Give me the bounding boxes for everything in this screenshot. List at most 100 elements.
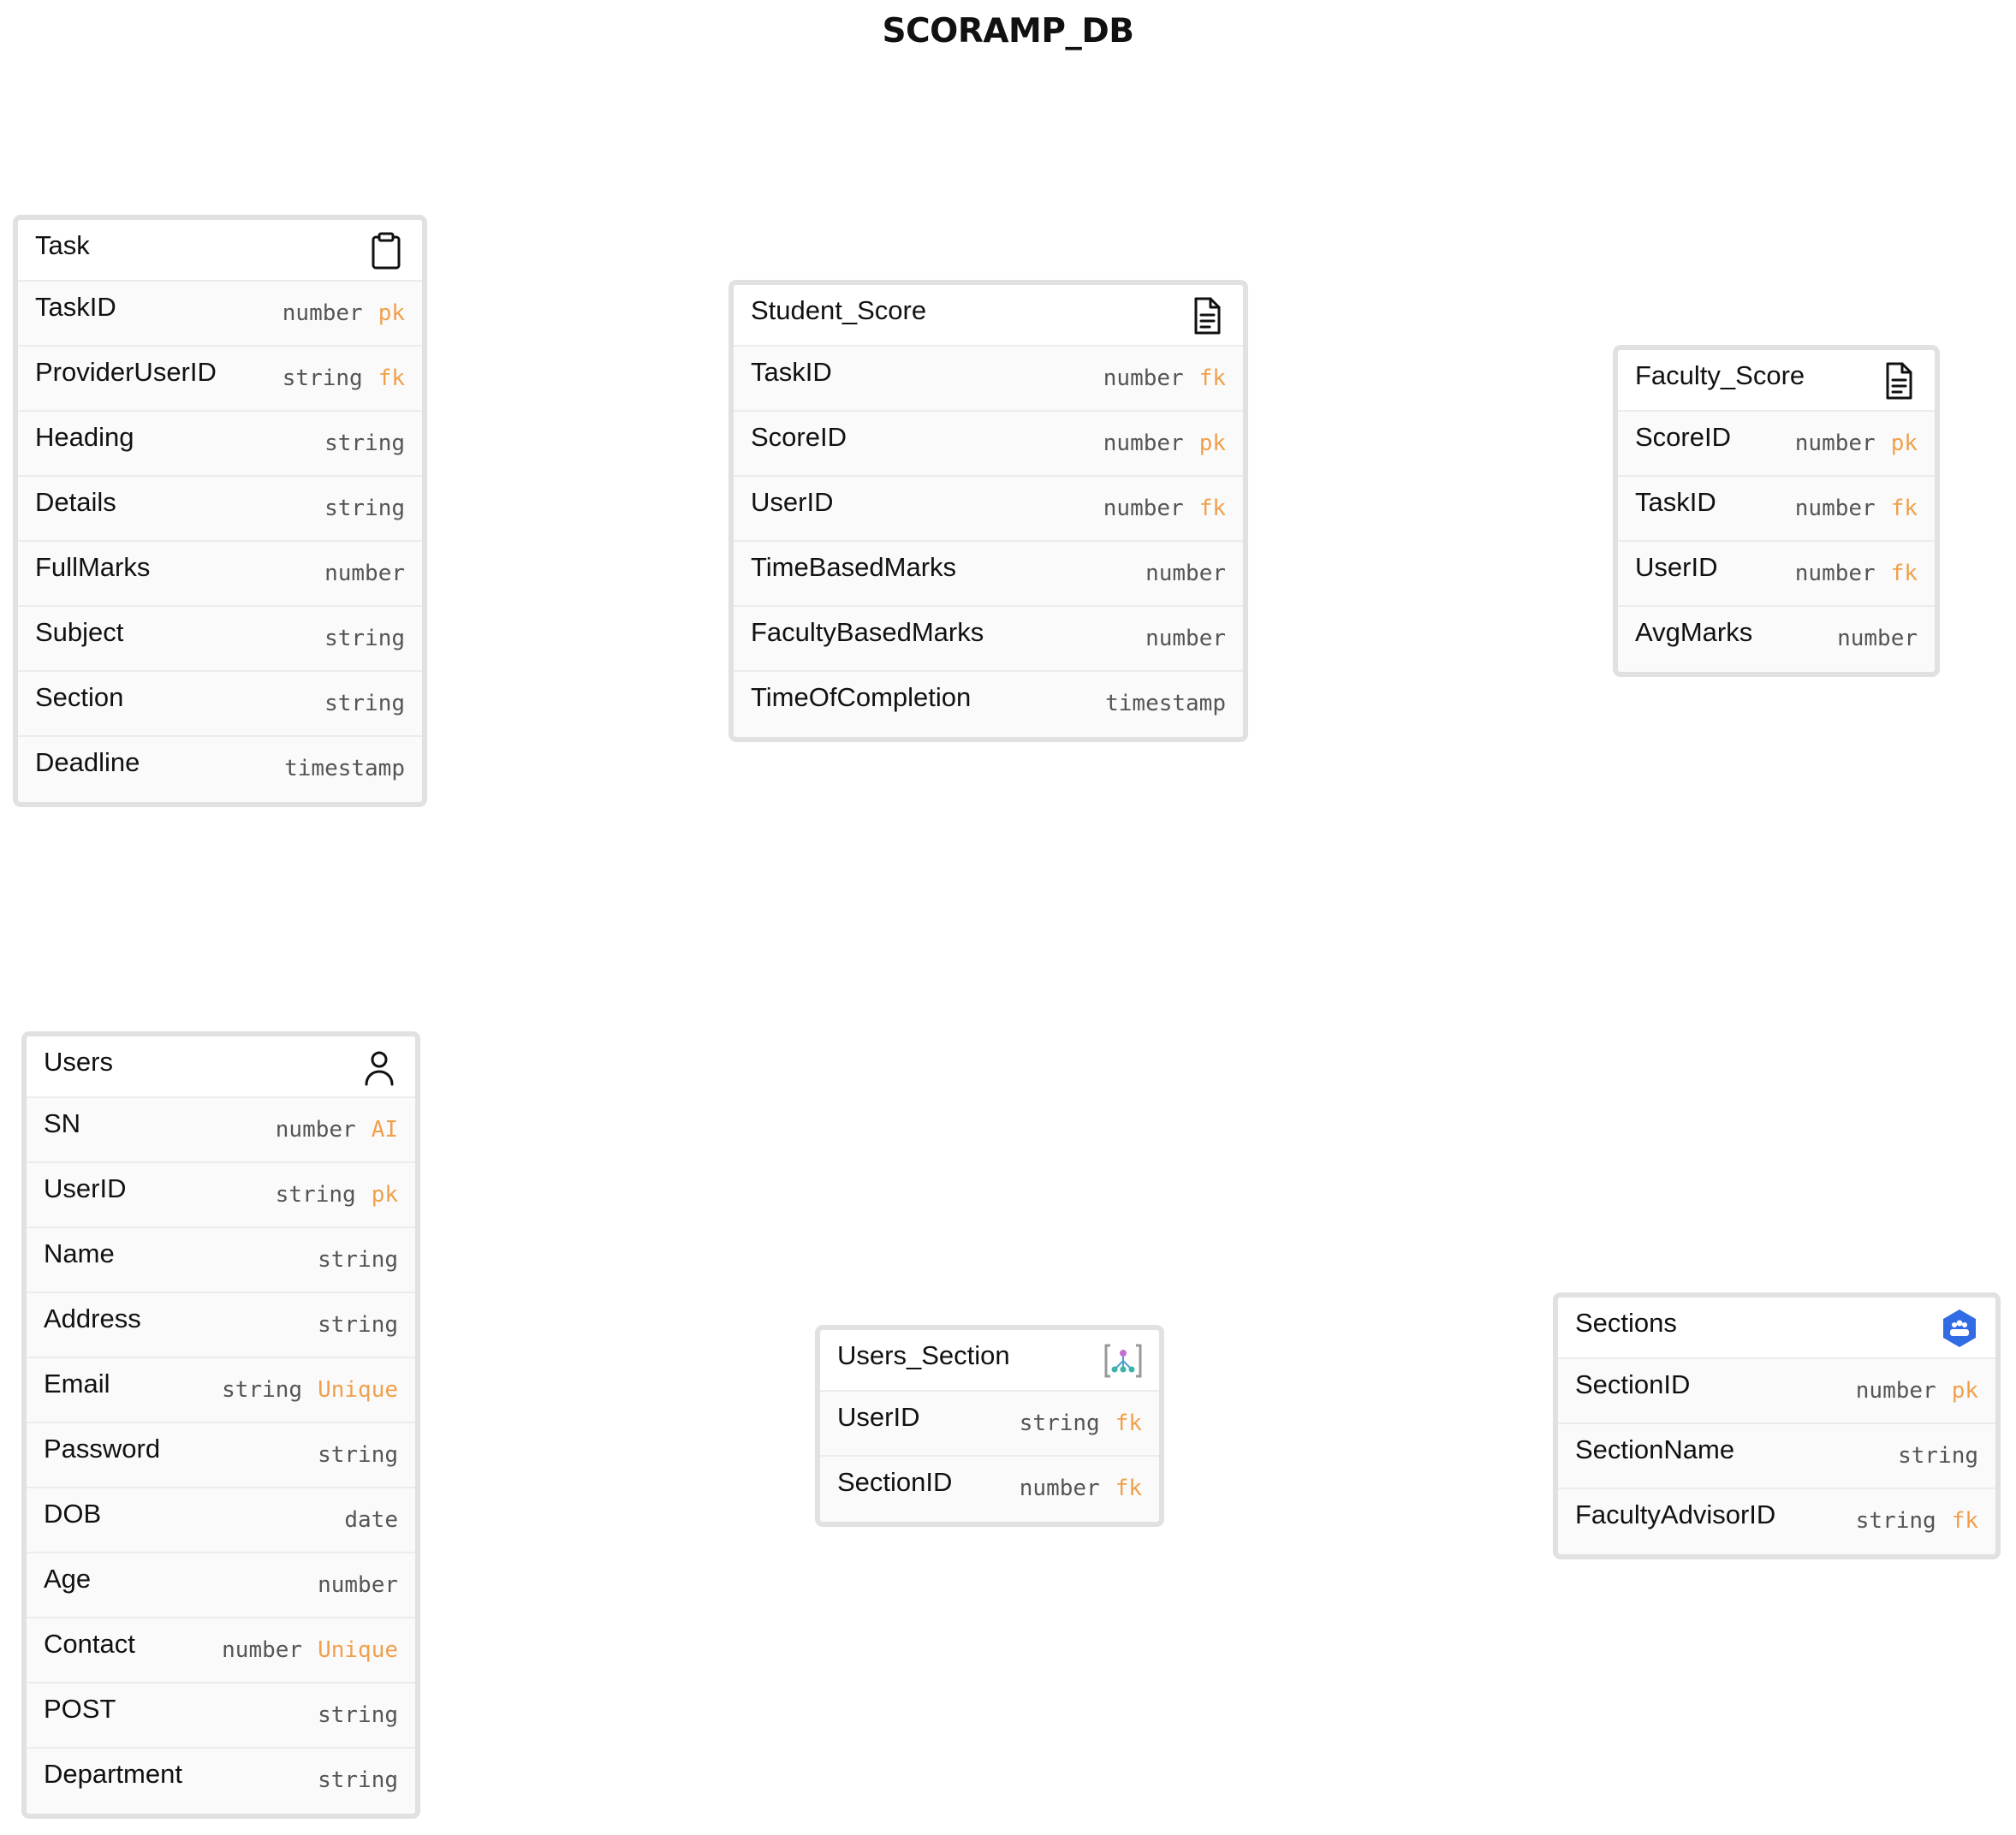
field-type: date [344, 1507, 398, 1533]
field-name: Department [44, 1759, 182, 1789]
field-name: Deadline [35, 747, 140, 777]
field-name: TimeOfCompletion [751, 682, 972, 712]
field-name: POST [44, 1694, 116, 1724]
field-datatype: string [282, 365, 363, 391]
entity-header: Users [27, 1036, 415, 1098]
field-name: Contact [44, 1629, 135, 1659]
field-name: Email [44, 1369, 110, 1399]
field-datatype: string [318, 1247, 398, 1273]
field-name: Details [35, 487, 116, 517]
field-type: number pk [1856, 1378, 1978, 1404]
field-type: string [324, 626, 405, 651]
field-constraint-badge: pk [1198, 431, 1226, 456]
field-row[interactable]: FacultyBasedMarks number [734, 607, 1243, 672]
field-datatype: string [318, 1767, 398, 1793]
field-datatype: number [1837, 626, 1918, 651]
field-datatype: string [318, 1442, 398, 1468]
field-datatype: string [324, 496, 405, 521]
field-type: string [324, 431, 405, 456]
field-row[interactable]: Password string [27, 1423, 415, 1488]
field-name: UserID [751, 487, 834, 517]
field-type: string [1898, 1443, 1978, 1469]
field-datatype: number [1103, 496, 1184, 521]
field-type: timestamp [1105, 691, 1226, 716]
field-type: string [324, 691, 405, 716]
field-row[interactable]: POST string [27, 1684, 415, 1749]
field-name: Age [44, 1564, 92, 1594]
field-type: string [318, 1312, 398, 1338]
field-constraint-badge: fk [1198, 496, 1226, 521]
field-row[interactable]: Details string [18, 477, 422, 542]
field-datatype: string [324, 431, 405, 456]
field-datatype: number [222, 1637, 303, 1663]
field-row[interactable]: TimeOfCompletion timestamp [734, 672, 1243, 737]
field-name: UserID [44, 1173, 127, 1203]
field-datatype: number [1019, 1476, 1100, 1501]
field-name: TaskID [1635, 487, 1716, 517]
field-type: string [318, 1702, 398, 1728]
field-constraint-badge: fk [1951, 1508, 1978, 1534]
field-name: FacultyBasedMarks [751, 617, 984, 647]
field-row[interactable]: Department string [27, 1749, 415, 1814]
clipboard-icon [366, 230, 407, 271]
field-name: Password [44, 1434, 161, 1464]
field-name: SN [44, 1108, 81, 1138]
field-name: UserID [1635, 552, 1718, 582]
field-constraint-badge: fk [1198, 365, 1226, 391]
field-row[interactable]: UserID number fk [734, 477, 1243, 542]
field-datatype: number [1855, 1378, 1936, 1404]
field-datatype: string [1019, 1410, 1100, 1436]
field-name: SectionID [837, 1467, 953, 1497]
field-constraint-badge: pk [1951, 1378, 1978, 1404]
field-name: ScoreID [1635, 422, 1731, 452]
field-type: number fk [1103, 496, 1226, 521]
field-type: number [1145, 626, 1226, 651]
field-name: FullMarks [35, 552, 151, 582]
entity-header: Student_Score [734, 285, 1243, 347]
